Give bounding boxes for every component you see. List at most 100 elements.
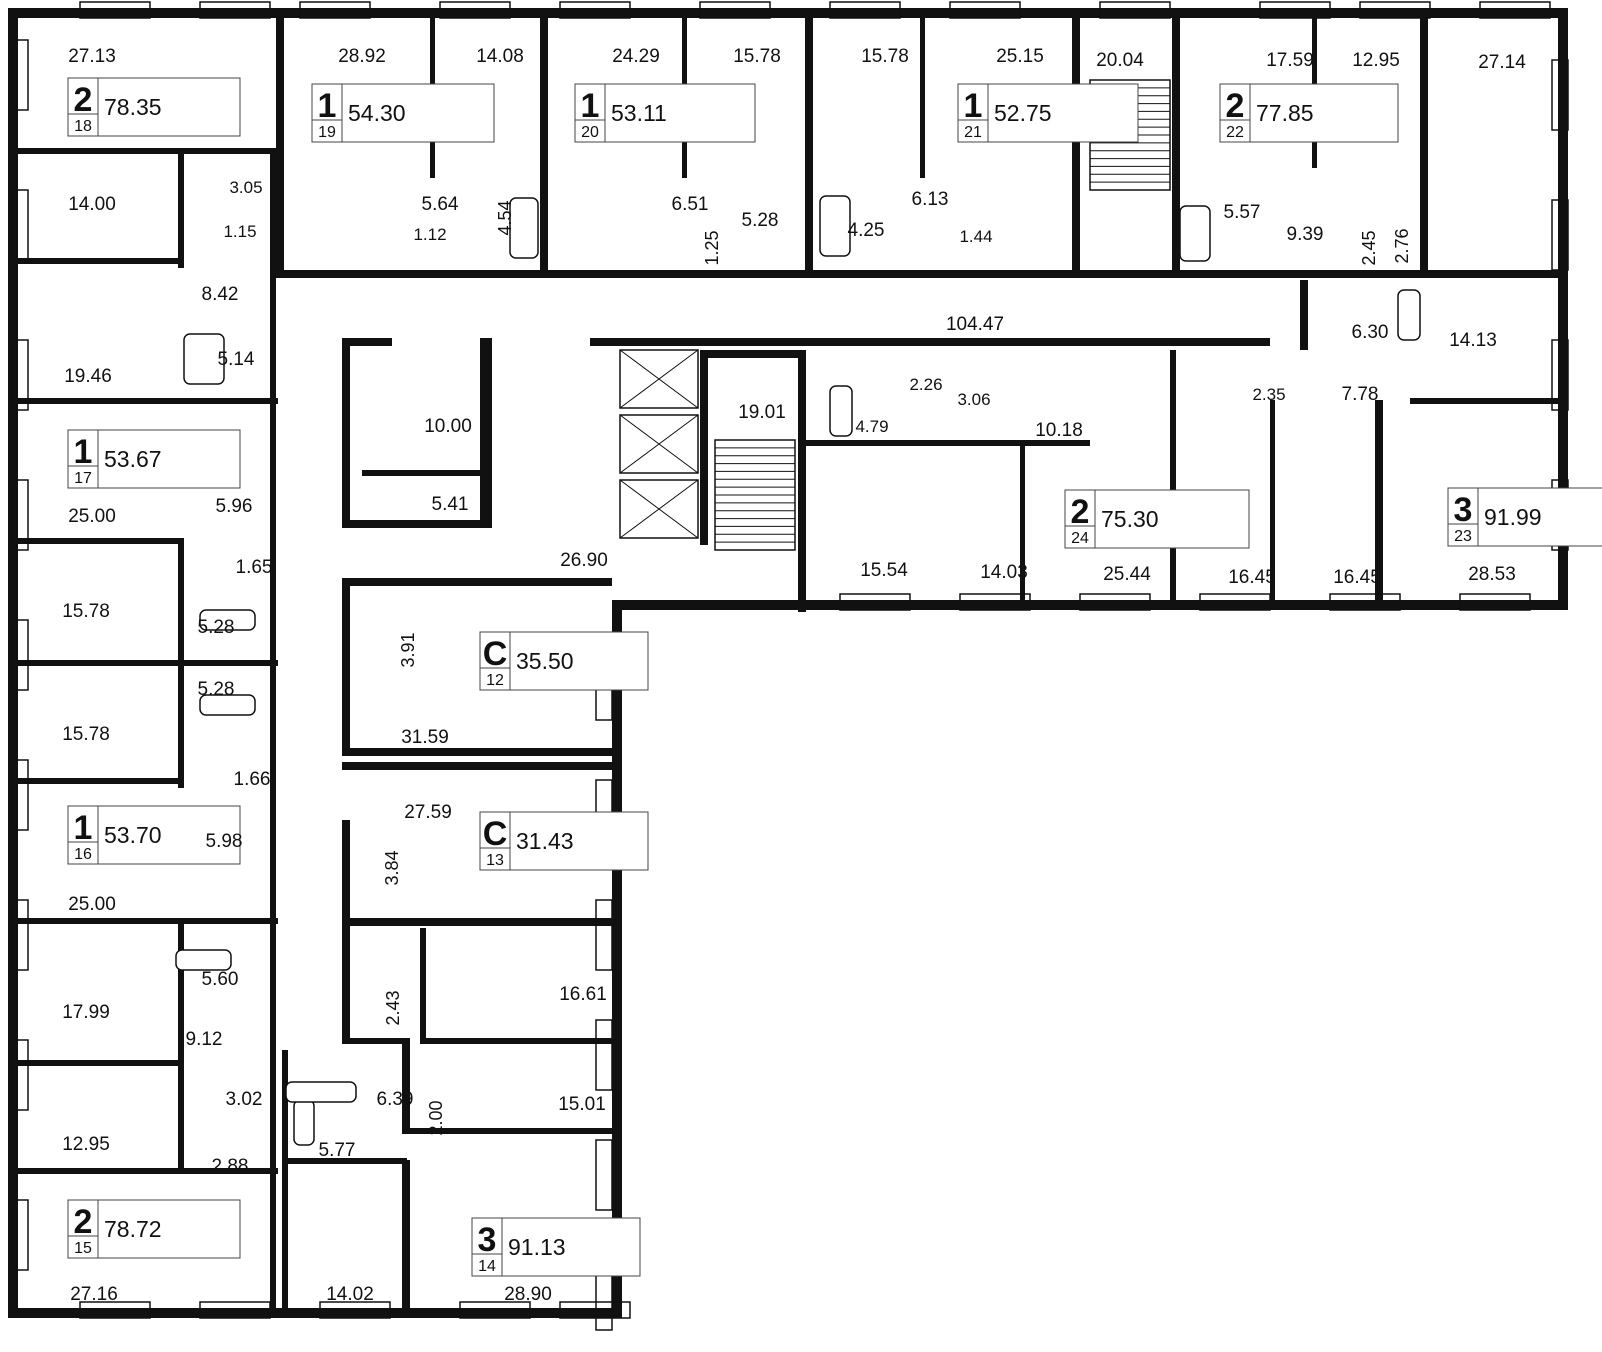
window-bay-14: [699, 1, 771, 19]
room-area-label: 15.01: [558, 1094, 606, 1115]
wall-24: [700, 350, 800, 358]
window-bay-6: [11, 899, 29, 971]
room-area-label: 4.54: [495, 200, 515, 235]
room-area-label: 5.57: [1224, 202, 1261, 223]
apartment-number: 22: [1226, 124, 1244, 141]
corridor-area: 104.47: [946, 314, 1004, 335]
wall-10: [1172, 8, 1180, 278]
wall-60: [420, 1038, 612, 1044]
apartment-badge-frame: [471, 1217, 641, 1277]
apartment-number: 19: [318, 124, 336, 141]
apartment-total-area: 52.75: [994, 100, 1052, 126]
window-bay-19: [1359, 1, 1431, 19]
room-area-label: 9.39: [1287, 224, 1324, 245]
bathtub-10: [285, 1081, 357, 1103]
apartment-badge-frame: [479, 811, 649, 871]
room-area-label: 27.59: [404, 802, 452, 823]
apartment-number: 18: [74, 118, 92, 135]
wall-37: [18, 660, 278, 666]
wall-47: [342, 578, 350, 748]
wall-34: [18, 258, 178, 264]
apartment-rooms: С: [483, 815, 508, 853]
wall-53: [342, 1038, 402, 1044]
room-area-label: 5.28: [198, 617, 235, 638]
wall-17: [590, 338, 1270, 346]
apartment-number: 14: [478, 1258, 496, 1275]
window-bay-26: [959, 593, 1031, 611]
wall-36: [18, 538, 178, 544]
wall-55: [402, 1128, 612, 1134]
room-area-label: 6.13: [912, 189, 949, 210]
window-bay-20: [1479, 1, 1551, 19]
room-area-label: 25.00: [68, 894, 116, 915]
apartment-number: 13: [486, 852, 504, 869]
bathtub-2: [819, 195, 851, 257]
apartment-badge-frame: [1064, 489, 1250, 549]
room-area-label: 15.78: [62, 724, 110, 745]
apartment-rooms: 2: [74, 1203, 93, 1241]
wall-25: [798, 350, 806, 612]
room-area-label: 15.78: [733, 46, 781, 67]
window-bay-16: [949, 1, 1021, 19]
room-area-label: 5.28: [198, 679, 235, 700]
room-area-label: 2.76: [1392, 228, 1412, 263]
apartment-number: 17: [74, 470, 92, 487]
elevator-cross-b-0: [619, 349, 699, 409]
apartment-total-area: 91.99: [1484, 504, 1542, 530]
room-area-label: 5.96: [216, 496, 253, 517]
wall-42: [178, 148, 184, 268]
wall-30: [1270, 400, 1275, 610]
room-area-label: 15.78: [861, 46, 909, 67]
apartment-rooms: 1: [581, 87, 600, 125]
room-area-label: 5.41: [432, 494, 469, 515]
window-bay-13: [559, 1, 631, 19]
wall-1: [8, 8, 18, 1318]
wall-0: [8, 8, 1568, 18]
bathtub-7: [199, 694, 256, 716]
room-area-label: 17.59: [1266, 50, 1314, 71]
wall-26: [700, 350, 708, 545]
wall-28: [1020, 440, 1025, 610]
wall-57: [402, 1160, 410, 1318]
window-bay-32: [199, 1301, 271, 1319]
room-area-label: 25.00: [68, 506, 116, 527]
wall-5: [1558, 8, 1568, 610]
window-bay-7: [11, 1039, 29, 1111]
apartment-rooms: 1: [318, 87, 337, 125]
window-bay-23: [1551, 339, 1569, 411]
room-area-label: 12.95: [1352, 50, 1400, 71]
bathtub-0: [183, 333, 225, 385]
apartment-total-area: 77.85: [1256, 100, 1314, 126]
apartment-total-area: 78.72: [104, 1216, 162, 1242]
room-area-label: 27.13: [68, 46, 116, 67]
bathtub-3: [1179, 205, 1211, 262]
wall-4: [612, 600, 1568, 610]
wall-54: [402, 1038, 410, 1128]
room-area-label: 16.45: [1333, 567, 1381, 588]
apartment-total-area: 75.30: [1101, 506, 1159, 532]
wall-39: [18, 918, 278, 924]
apartment-rooms: 1: [74, 809, 93, 847]
room-area-label: 17.99: [62, 1002, 110, 1023]
window-bay-17: [1099, 1, 1171, 19]
room-area-label: 16.45: [1228, 567, 1276, 588]
apartment-rooms: С: [483, 635, 508, 673]
wall-7: [540, 8, 548, 278]
room-area-label: 14.03: [980, 562, 1028, 583]
window-bay-1: [11, 189, 29, 261]
room-area-label: 25.44: [1103, 564, 1151, 585]
wall-35: [18, 398, 278, 404]
window-bay-0: [11, 39, 29, 111]
room-area-label: 28.53: [1468, 564, 1516, 585]
apartment-number: 23: [1454, 528, 1472, 545]
room-area-label: 19.46: [64, 366, 112, 387]
apartment-badge-frame: [67, 805, 241, 865]
apartment-total-area: 53.67: [104, 446, 162, 472]
window-bay-4: [11, 619, 29, 691]
